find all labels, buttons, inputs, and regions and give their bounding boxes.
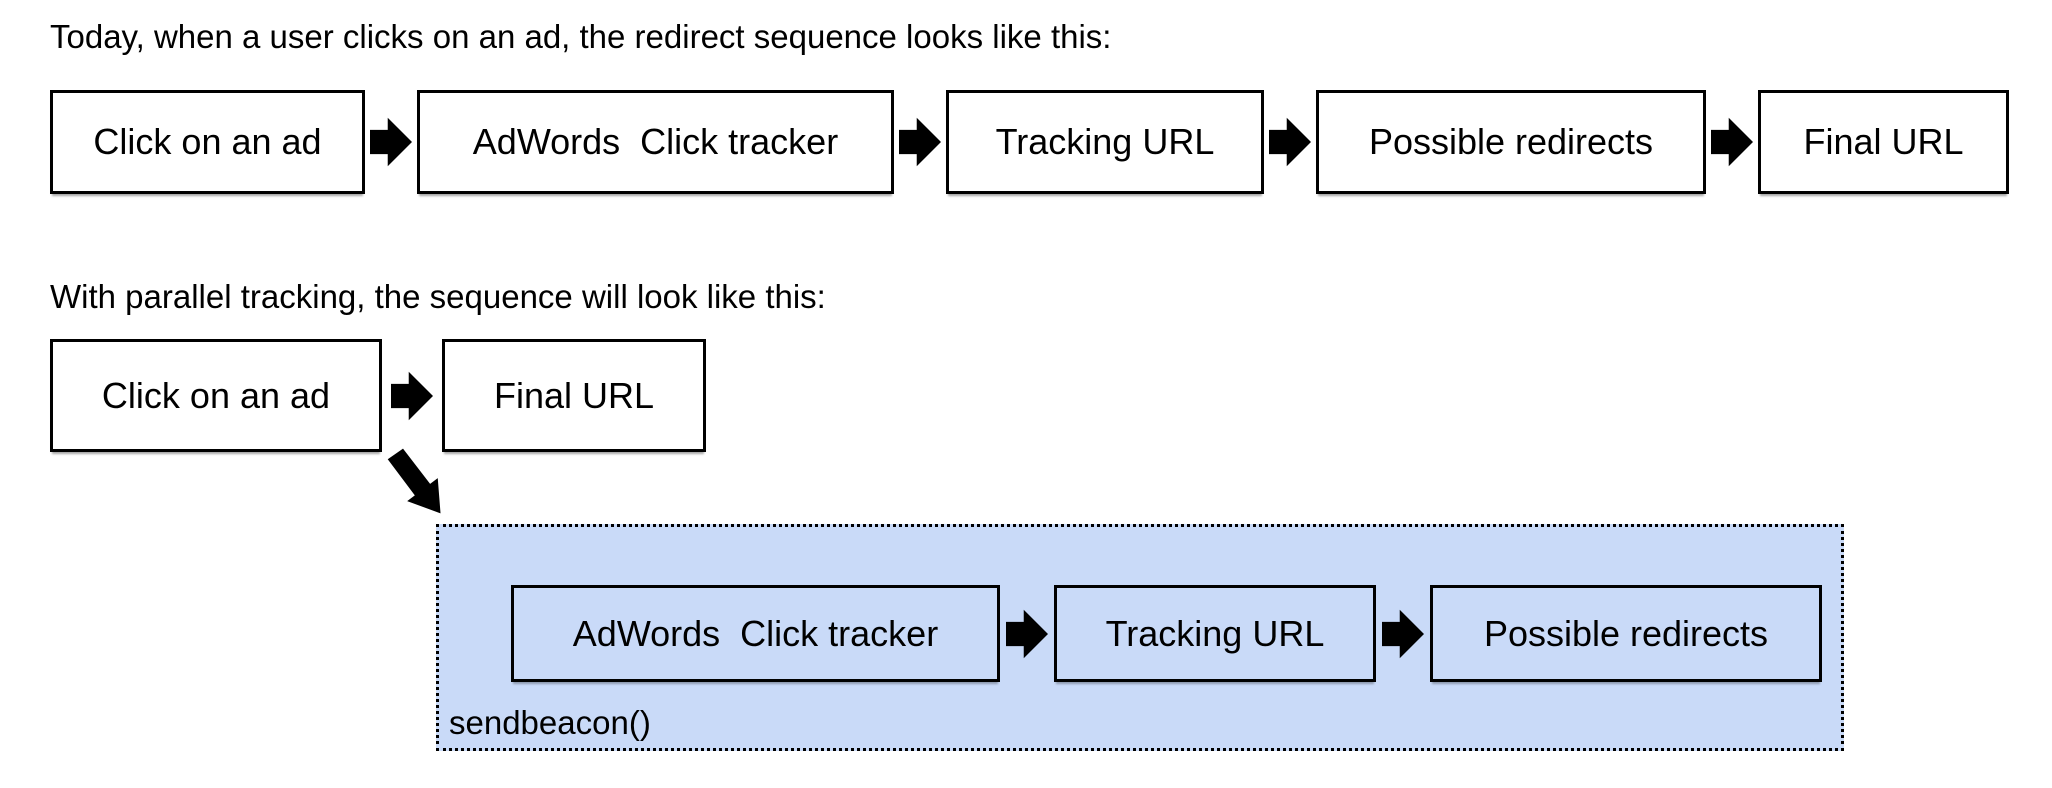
parallel-tracking-background-panel: AdWords Click tracker Tracking URL Possi… <box>436 524 1844 751</box>
flow-box-click-on-ad: Click on an ad <box>50 339 382 452</box>
flow-box-possible-redirects: Possible redirects <box>1430 585 1822 682</box>
flow-box-final-url: Final URL <box>442 339 706 452</box>
right-arrow-icon <box>1269 117 1311 167</box>
right-arrow-icon <box>391 371 433 420</box>
step-label: Tracking URL <box>995 121 1215 162</box>
parallel-flow: Click on an ad Final URL <box>50 339 706 452</box>
sendbeacon-label: sendbeacon() <box>449 704 651 741</box>
right-arrow-icon <box>1711 117 1753 167</box>
right-arrow-icon <box>370 117 412 167</box>
step-label: Click on an ad <box>93 121 322 162</box>
step-label: AdWords Click tracker <box>472 121 839 162</box>
flow-box-adwords-click-tracker: AdWords Click tracker <box>511 585 1000 682</box>
right-arrow-icon <box>1382 609 1424 658</box>
flow-box-tracking-url: Tracking URL <box>1054 585 1376 682</box>
step-label: Possible redirects <box>1368 121 1654 162</box>
step-label: Click on an ad <box>101 374 331 416</box>
diagonal-down-right-arrow-icon <box>387 448 441 514</box>
flow-box-adwords-click-tracker: AdWords Click tracker <box>417 90 894 194</box>
step-label: AdWords Click tracker <box>572 612 939 654</box>
flow-box-possible-redirects: Possible redirects <box>1316 90 1706 194</box>
right-arrow-icon <box>1006 609 1048 658</box>
step-label: Possible redirects <box>1483 612 1769 654</box>
flow-box-tracking-url: Tracking URL <box>946 90 1264 194</box>
right-arrow-icon <box>899 117 941 167</box>
background-flow: AdWords Click tracker Tracking URL Possi… <box>511 585 1822 682</box>
flow-box-final-url: Final URL <box>1758 90 2009 194</box>
flow-box-click-on-ad: Click on an ad <box>50 90 365 194</box>
today-caption: Today, when a user clicks on an ad, the … <box>50 18 1112 55</box>
step-label: Tracking URL <box>1105 612 1325 654</box>
step-label: Final URL <box>1803 121 1964 162</box>
parallel-caption: With parallel tracking, the sequence wil… <box>50 278 826 315</box>
today-flow: Click on an ad AdWords Click tracker Tra… <box>50 90 2009 194</box>
step-label: Final URL <box>493 374 655 416</box>
